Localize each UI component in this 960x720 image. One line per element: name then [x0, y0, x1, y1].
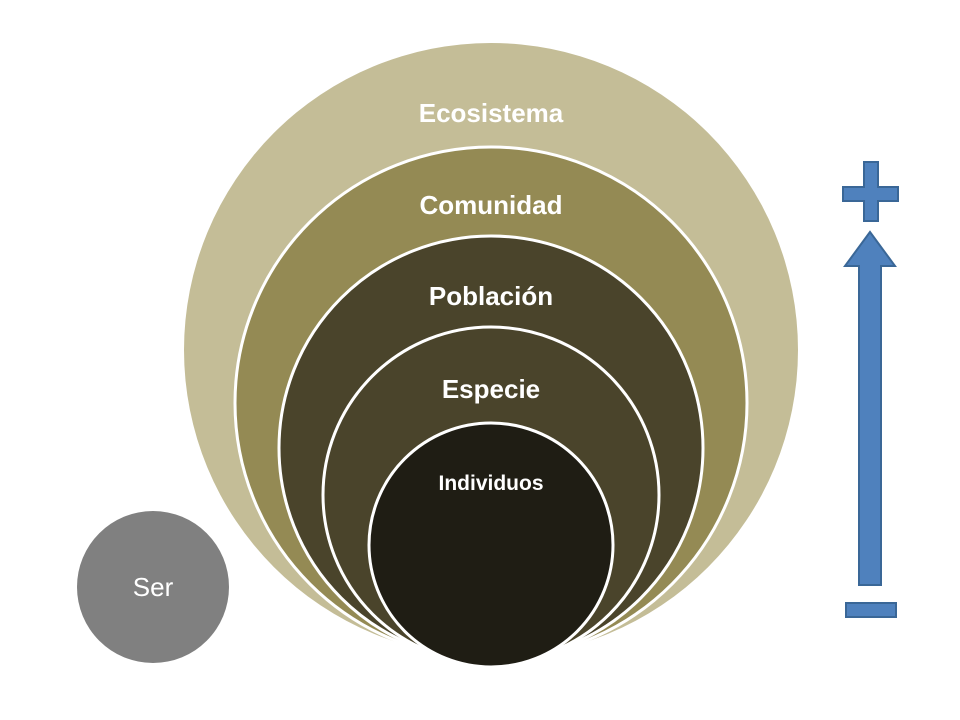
label-comunidad: Comunidad	[420, 190, 563, 220]
label-ser: Ser	[133, 572, 174, 602]
label-individuos: Individuos	[439, 472, 544, 495]
label-poblacion: Población	[429, 281, 553, 311]
minus-icon	[845, 602, 897, 618]
up-arrow-icon	[843, 230, 897, 586]
level-circles	[184, 43, 798, 669]
plus-icon	[842, 161, 899, 222]
label-especie: Especie	[442, 374, 540, 404]
label-ecosistema: Ecosistema	[419, 98, 564, 128]
ser-circle	[77, 511, 229, 663]
circle-individuos	[367, 421, 615, 669]
